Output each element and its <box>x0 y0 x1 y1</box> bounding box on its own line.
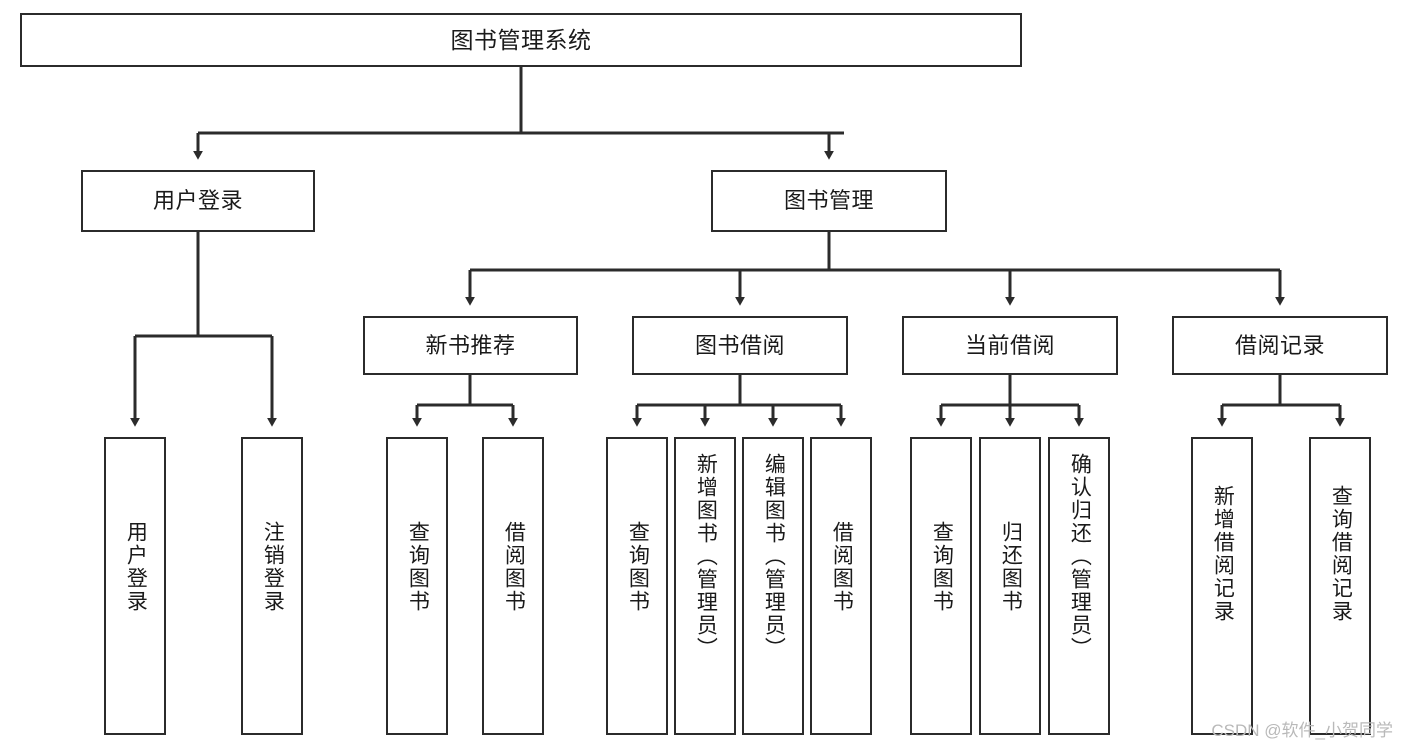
leaf-borrow-book-recommend-label: 借阅图书 <box>502 521 526 613</box>
leaf-user-login-label: 用户登录 <box>124 521 148 613</box>
leaf-query-borrow-record-label: 查询借阅记录 <box>1329 485 1353 623</box>
leaf-edit-book-admin[interactable]: 编辑图书（管理员） <box>742 437 804 735</box>
leaf-add-book-admin-label: 新增图书（管理员） <box>694 453 718 660</box>
node-borrow-record-label: 借阅记录 <box>1234 332 1325 358</box>
leaf-query-borrow-record[interactable]: 查询借阅记录 <box>1309 437 1371 735</box>
leaf-add-borrow-record[interactable]: 新增借阅记录 <box>1191 437 1253 735</box>
leaf-add-borrow-record-label: 新增借阅记录 <box>1211 485 1235 623</box>
leaf-query-book-borrow-label: 查询图书 <box>626 521 650 613</box>
leaf-confirm-return-admin[interactable]: 确认归还（管理员） <box>1048 437 1110 735</box>
leaf-add-book-admin[interactable]: 新增图书（管理员） <box>674 437 736 735</box>
leaf-user-login[interactable]: 用户登录 <box>104 437 166 735</box>
leaf-user-logout-label: 注销登录 <box>261 521 285 613</box>
node-root-label: 图书管理系统 <box>450 26 592 53</box>
node-book-management[interactable]: 图书管理 <box>711 170 947 232</box>
leaf-query-book-current[interactable]: 查询图书 <box>910 437 972 735</box>
node-user-login[interactable]: 用户登录 <box>81 170 315 232</box>
leaf-edit-book-admin-label: 编辑图书（管理员） <box>762 453 786 660</box>
leaf-borrow-book-label: 借阅图书 <box>830 521 854 613</box>
node-current-borrow[interactable]: 当前借阅 <box>902 316 1118 375</box>
node-borrow-record[interactable]: 借阅记录 <box>1172 316 1388 375</box>
leaf-confirm-return-admin-label: 确认归还（管理员） <box>1068 453 1092 660</box>
leaf-query-book-current-label: 查询图书 <box>930 521 954 613</box>
node-user-login-label: 用户登录 <box>152 188 243 213</box>
node-new-book-recommend[interactable]: 新书推荐 <box>363 316 578 375</box>
leaf-return-book-label: 归还图书 <box>999 521 1023 613</box>
leaf-borrow-book[interactable]: 借阅图书 <box>810 437 872 735</box>
node-book-borrow[interactable]: 图书借阅 <box>632 316 848 375</box>
node-current-borrow-label: 当前借阅 <box>964 332 1055 358</box>
leaf-query-book-recommend-label: 查询图书 <box>406 521 430 613</box>
node-root[interactable]: 图书管理系统 <box>20 13 1022 67</box>
leaf-return-book[interactable]: 归还图书 <box>979 437 1041 735</box>
leaf-query-book-recommend[interactable]: 查询图书 <box>386 437 448 735</box>
node-new-book-recommend-label: 新书推荐 <box>425 332 516 358</box>
watermark: CSDN @软件_小贺同学 <box>1211 721 1393 740</box>
leaf-query-book-borrow[interactable]: 查询图书 <box>606 437 668 735</box>
leaf-borrow-book-recommend[interactable]: 借阅图书 <box>482 437 544 735</box>
node-book-management-label: 图书管理 <box>783 188 874 213</box>
node-book-borrow-label: 图书借阅 <box>694 332 785 358</box>
leaf-user-logout[interactable]: 注销登录 <box>241 437 303 735</box>
